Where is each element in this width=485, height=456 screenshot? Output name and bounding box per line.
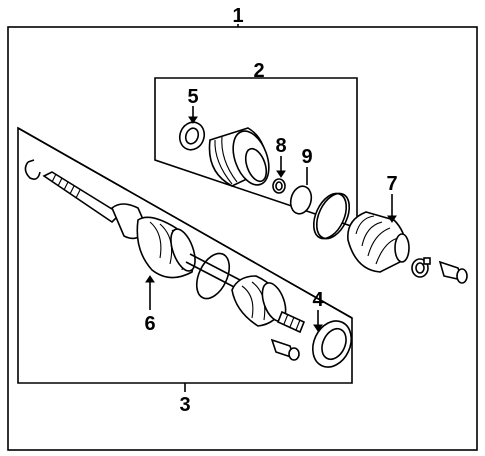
- inner-joint-housing-part: [208, 127, 270, 187]
- dust-seal-part: [311, 320, 353, 368]
- dynamic-damper-part: [438, 260, 468, 284]
- callout-7-arrow: [387, 215, 397, 223]
- callout-5: 5: [187, 86, 198, 108]
- callout-4-arrow: [313, 324, 323, 332]
- callout-7: 7: [386, 173, 397, 195]
- callout-6-arrow: [145, 275, 155, 283]
- axle-bar-part: [185, 253, 241, 289]
- inner-boot-part: [347, 211, 410, 273]
- callout-3: 3: [179, 394, 190, 416]
- circlip-part: [289, 185, 313, 215]
- inner-spline-stub-part: [276, 310, 306, 334]
- plug-part: [270, 338, 300, 361]
- callout-4: 4: [312, 289, 324, 311]
- outer-circlip-part: [24, 159, 41, 180]
- outer-boot-part: [136, 216, 196, 279]
- callout-8-arrow: [276, 170, 286, 178]
- snap-ring-part: [272, 178, 286, 194]
- callout-8: 8: [275, 135, 286, 157]
- shaft-group-edge: [17, 127, 353, 319]
- outer-frame: [7, 26, 478, 451]
- callout-1: 1: [232, 5, 243, 27]
- middle-band-part: [195, 252, 231, 300]
- shaft-inner-boot-part: [231, 275, 287, 327]
- boot-band-part: [312, 192, 351, 240]
- callout-5-arrow: [188, 116, 198, 124]
- small-band-part: [411, 257, 431, 278]
- callout-6: 6: [144, 313, 155, 335]
- callout-2: 2: [253, 60, 264, 82]
- seal-ring-part: [178, 121, 206, 151]
- callout-9: 9: [301, 146, 312, 168]
